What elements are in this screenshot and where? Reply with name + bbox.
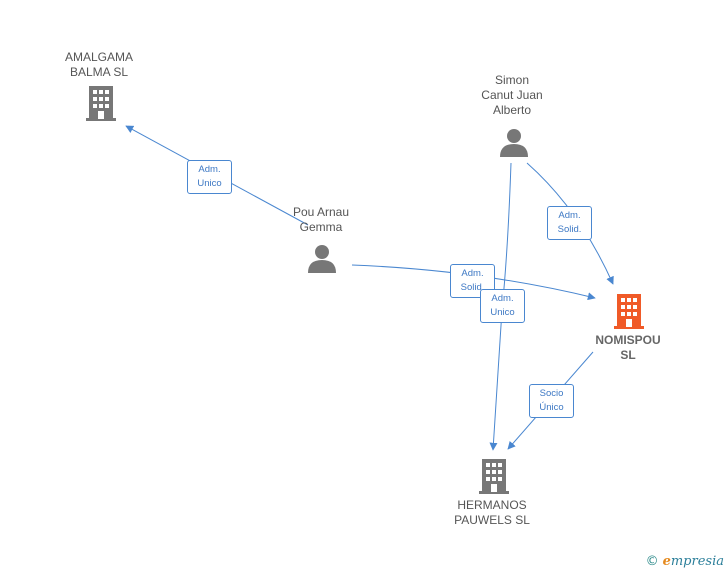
building-icon-focus[interactable]	[614, 293, 644, 329]
edge-label-nomispou-hermanos[interactable]: Socio Único	[529, 384, 574, 418]
brand-name: mpresia	[670, 554, 724, 569]
person-icon[interactable]	[499, 127, 529, 157]
copyright-symbol: ©	[645, 554, 659, 569]
building-icon[interactable]	[479, 458, 509, 494]
edge-label-simon-nomispou[interactable]: Adm. Solid.	[547, 206, 592, 240]
node-label-simon: Simon Canut Juan Alberto	[481, 73, 543, 117]
node-label-pou: Pou Arnau Gemma	[292, 205, 350, 234]
node-label-amalgama: AMALGAMA BALMA SL	[64, 50, 133, 79]
brand-footer: ©empresia	[646, 554, 724, 569]
building-icon[interactable]	[86, 85, 116, 121]
brand-initial: e	[662, 554, 671, 569]
node-label-hermanos: HERMANOS PAUWELS SL	[454, 498, 530, 527]
person-icon[interactable]	[307, 243, 337, 273]
node-label-nomispou: NOMISPOU SL	[595, 333, 661, 362]
edge-label-pou-amalgama[interactable]: Adm. Unico	[187, 160, 232, 194]
edge-label-simon-hermanos[interactable]: Adm. Unico	[480, 289, 525, 323]
